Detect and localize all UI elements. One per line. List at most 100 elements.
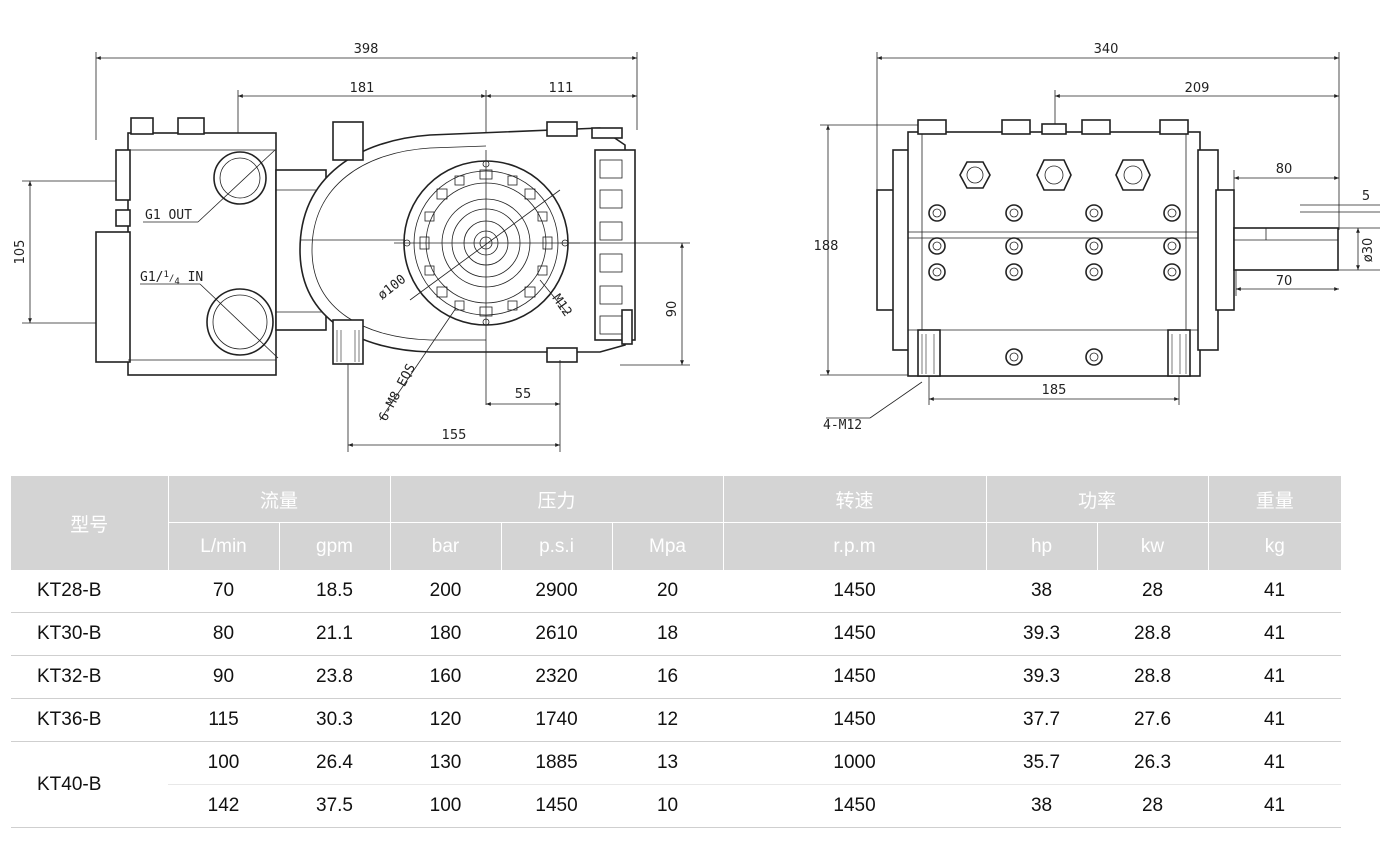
dim-188: 188 (814, 239, 839, 254)
cell-kw: 28.8 (1097, 655, 1209, 699)
cell-kg: 41 (1208, 698, 1342, 742)
dim-340: 340 (1094, 42, 1119, 57)
dim-90: 90 (665, 301, 680, 318)
cell-bar: 180 (390, 612, 502, 656)
cell-hp: 38 (986, 784, 1098, 828)
cell-kw: 26.3 (1097, 741, 1209, 785)
unit-mpa: Mpa (611, 522, 724, 570)
cell-mpa: 13 (612, 741, 724, 785)
dim-shaft-dia: ø30 (1361, 238, 1376, 263)
cell-rpm: 1450 (723, 784, 987, 828)
cell-hp: 39.3 (986, 655, 1098, 699)
dim-70: 70 (1276, 274, 1293, 289)
table-row: 142 37.5 100 1450 10 1450 38 28 41 (11, 784, 1342, 828)
cell-kg: 41 (1208, 784, 1342, 828)
cell-gpm: 23.8 (279, 655, 391, 699)
cell-hp: 37.7 (986, 698, 1098, 742)
cell-psi: 2320 (501, 655, 613, 699)
cell-psi: 1740 (501, 698, 613, 742)
mount-label: 4-M12 (823, 418, 862, 433)
cell-hp: 35.7 (986, 741, 1098, 785)
unit-hp: hp (985, 522, 1098, 570)
spec-table: 型号 流量 压力 转速 功率 重量 L/min gpm bar p.s.i Mp… (11, 476, 1342, 828)
cell-kg: 41 (1208, 655, 1342, 699)
unit-rpm: r.p.m (722, 522, 987, 570)
cell-psi: 2610 (501, 612, 613, 656)
cell-bar: 130 (390, 741, 502, 785)
cell-bar: 160 (390, 655, 502, 699)
cell-mpa: 16 (612, 655, 724, 699)
dim-5: 5 (1362, 189, 1370, 204)
table-row: KT28-B 70 18.5 200 2900 20 1450 38 28 41 (11, 570, 1342, 613)
cell-gpm: 37.5 (279, 784, 391, 828)
cell-lmin: 100 (168, 741, 279, 785)
cell-kg: 41 (1208, 612, 1342, 656)
cell-model: KT28-B (11, 570, 168, 613)
cell-psi: 1885 (501, 741, 613, 785)
unit-psi: p.s.i (500, 522, 613, 570)
cell-lmin: 90 (168, 655, 279, 699)
header-power: 功率 (985, 476, 1209, 523)
cell-lmin: 70 (168, 570, 279, 613)
cell-psi: 1450 (501, 784, 613, 828)
holes-label: 6-M8 EQS (376, 362, 419, 424)
table-row: KT30-B 80 21.1 180 2610 18 1450 39.3 28.… (11, 612, 1342, 656)
cell-kw: 27.6 (1097, 698, 1209, 742)
header-speed: 转速 (722, 476, 987, 523)
cell-kg: 41 (1208, 570, 1342, 613)
header-flow: 流量 (167, 476, 391, 523)
dim-209: 209 (1185, 81, 1210, 96)
cell-kw: 28 (1097, 570, 1209, 613)
dim-185: 185 (1042, 383, 1067, 398)
cell-gpm: 18.5 (279, 570, 391, 613)
table-row: KT36-B 115 30.3 120 1740 12 1450 37.7 27… (11, 698, 1342, 742)
table-row: KT40-B 100 26.4 130 1885 13 1000 35.7 26… (11, 741, 1342, 828)
cell-gpm: 26.4 (279, 741, 391, 785)
unit-bar: bar (389, 522, 502, 570)
cell-mpa: 18 (612, 612, 724, 656)
cell-rpm: 1450 (723, 612, 987, 656)
cell-gpm: 21.1 (279, 612, 391, 656)
cell-model: KT30-B (11, 612, 168, 656)
cell-rpm: 1450 (723, 570, 987, 613)
cell-rpm: 1000 (723, 741, 987, 785)
cell-gpm: 30.3 (279, 698, 391, 742)
pump-drawing: 398 181 111 105 G1 OUT G1/1/4 IN (13, 42, 1380, 452)
cell-kw: 28 (1097, 784, 1209, 828)
cell-rpm: 1450 (723, 698, 987, 742)
dim-105: 105 (13, 240, 28, 265)
header-pressure: 压力 (389, 476, 724, 523)
dim-80: 80 (1276, 162, 1293, 177)
cell-kw: 28.8 (1097, 612, 1209, 656)
cell-hp: 38 (986, 570, 1098, 613)
cell-bar: 200 (390, 570, 502, 613)
cell-mpa: 10 (612, 784, 724, 828)
dim-398: 398 (354, 42, 379, 57)
dim-181: 181 (350, 81, 375, 96)
port-in-label: G1/1/4 IN (140, 270, 203, 287)
cell-hp: 39.3 (986, 612, 1098, 656)
unit-kw: kw (1096, 522, 1209, 570)
cell-model: KT40-B (11, 741, 168, 828)
cell-lmin: 115 (168, 698, 279, 742)
cell-mpa: 20 (612, 570, 724, 613)
cell-bar: 100 (390, 784, 502, 828)
dim-111: 111 (549, 81, 574, 96)
cell-psi: 2900 (501, 570, 613, 613)
header-weight: 重量 (1207, 476, 1342, 523)
dim-55: 55 (515, 387, 532, 402)
cell-model: KT36-B (11, 698, 168, 742)
cell-model: KT32-B (11, 655, 168, 699)
header-model: 型号 (11, 476, 168, 570)
port-out-label: G1 OUT (145, 208, 192, 223)
table-row: KT32-B 90 23.8 160 2320 16 1450 39.3 28.… (11, 655, 1342, 699)
cell-lmin: 142 (168, 784, 279, 828)
cell-bar: 120 (390, 698, 502, 742)
unit-kg: kg (1207, 522, 1342, 570)
dim-155: 155 (442, 428, 467, 443)
unit-gpm: gpm (278, 522, 391, 570)
front-view: 398 181 111 105 G1 OUT G1/1/4 IN (13, 42, 690, 452)
side-view: 340 209 188 (814, 42, 1380, 433)
cell-mpa: 12 (612, 698, 724, 742)
cell-rpm: 1450 (723, 655, 987, 699)
